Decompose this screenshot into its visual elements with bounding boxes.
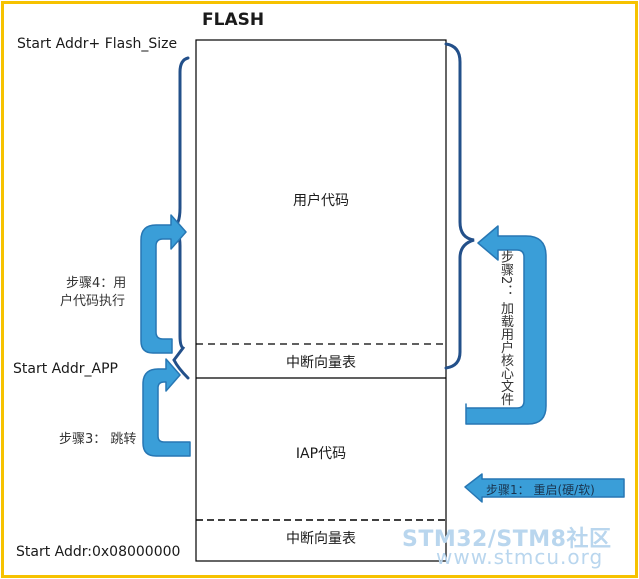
watermark-community: STM32/STM8社区 — [402, 527, 612, 552]
step2-label: 步骤2： 加载用户核心文件 — [498, 250, 513, 406]
step4-label-line1: 步骤4：用 — [66, 276, 127, 291]
step4-arrow — [140, 214, 187, 354]
block-user-code: 用户代码 — [293, 193, 349, 209]
left-brace — [171, 56, 190, 380]
watermark-url: www.stmcu.org — [436, 545, 604, 569]
right-brace — [444, 42, 475, 370]
addr-label-top: Start Addr+ Flash_Size — [17, 36, 178, 52]
flash-title: FLASH — [202, 10, 265, 30]
block-iap-vector-table: 中断向量表 — [286, 531, 356, 547]
flash-column — [195, 39, 447, 562]
step3-arrow — [142, 358, 191, 457]
addr-label-app: Start Addr_APP — [13, 361, 118, 377]
step1-label: 步骤1： 重启(硬/软) — [486, 483, 595, 497]
step3-label: 步骤3： 跳转 — [59, 432, 137, 447]
block-user-vector-table: 中断向量表 — [286, 355, 356, 371]
step2-arrow — [465, 225, 547, 425]
block-iap-code: IAP代码 — [295, 446, 347, 462]
step4-label-line2: 户代码执行 — [60, 294, 126, 309]
step1-arrow — [464, 473, 625, 503]
addr-label-base: Start Addr:0x08000000 — [16, 544, 181, 560]
